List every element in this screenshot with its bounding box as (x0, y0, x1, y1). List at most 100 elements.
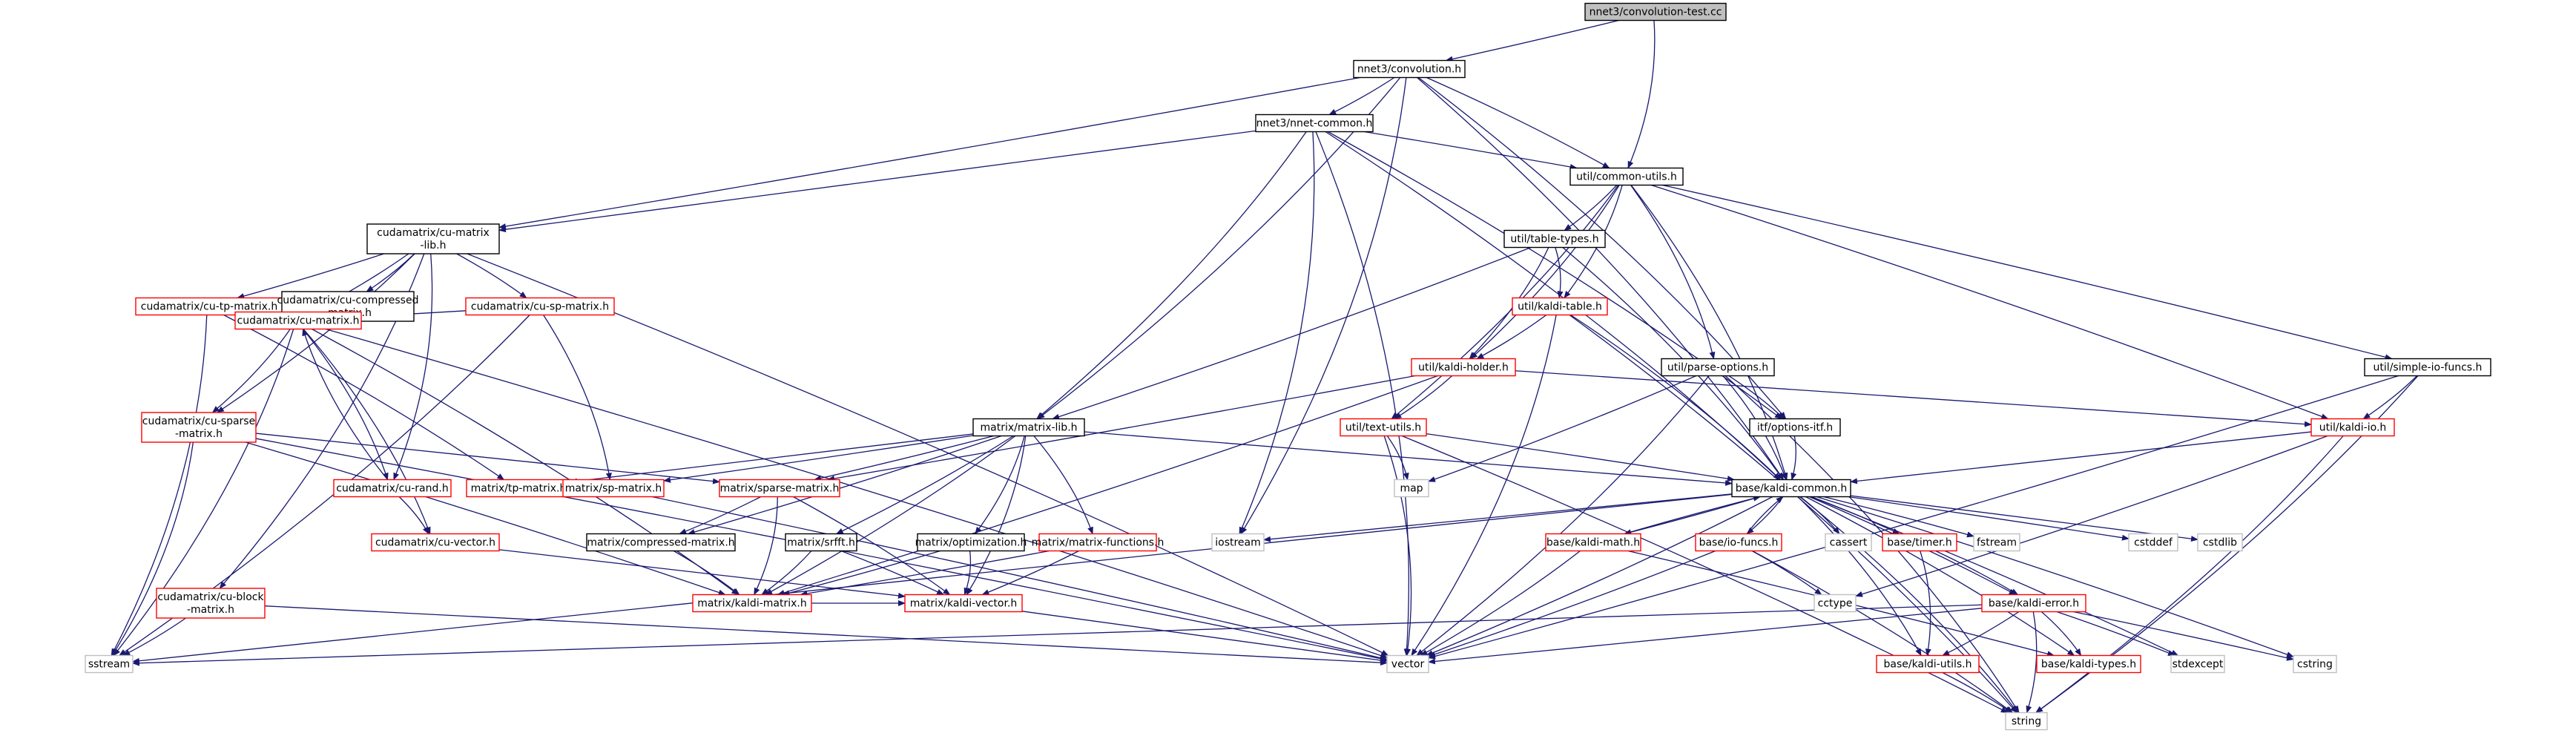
edge-srfft-to-kaldivector (840, 550, 944, 596)
node-label: base/kaldi-types.h (2041, 659, 2136, 671)
node-nnetcommon[interactable]: nnet3/nnet-common.h (1255, 114, 1374, 133)
node-label: util/table-types.h (1510, 234, 1598, 246)
node-box (1569, 167, 1684, 186)
node-mfunctions[interactable]: matrix/matrix-functions.h (1032, 533, 1165, 552)
edge-conv-to-cumatrixlib (498, 76, 1361, 229)
node-fstream: fstream (1973, 533, 2020, 552)
edge-kaldicommon-to-fstream (1823, 496, 1974, 538)
edge-cusparse-to-sparsematrix (255, 433, 720, 484)
node-label: cudamatrix/cu-tp-matrix.h (141, 301, 277, 313)
node-cutpmatrix[interactable]: cudamatrix/cu-tp-matrix.h (135, 297, 283, 316)
node-itf[interactable]: itf/options-itf.h (1749, 418, 1841, 437)
node-kaldimath[interactable]: base/kaldi-math.h (1545, 533, 1641, 552)
edge-matrixlib-to-compressed (687, 435, 1002, 535)
node-cstddef: cstddef (2128, 533, 2178, 552)
edge-kalditable-to-kaldiholder (1476, 314, 1547, 360)
edge-kaldivector-to-vector (1021, 611, 1388, 663)
node-label: matrix/tp-matrix.h (471, 483, 567, 495)
node-label: cstddef (2134, 537, 2173, 549)
node-box (141, 412, 257, 443)
edge-matrixlib-to-tpmatrix (570, 433, 974, 484)
node-conv[interactable]: nnet3/convolution.h (1353, 59, 1466, 79)
node-textutils[interactable]: util/text-utils.h (1340, 418, 1427, 437)
node-layer: nnet3/convolution-test.cc nnet3/convoluti… (85, 2, 2491, 731)
node-tabletypes[interactable]: util/table-types.h (1503, 229, 1606, 249)
node-cuspmatrix[interactable]: cudamatrix/cu-sp-matrix.h (465, 297, 615, 316)
edge-commonutils-to-simpleio (1662, 184, 2393, 361)
node-iofuncs[interactable]: base/io-funcs.h (1695, 533, 1782, 552)
node-srfft[interactable]: matrix/srfft.h (785, 533, 857, 552)
edge-matrixlib-to-mfunctions (1033, 436, 1093, 535)
edge-kaldierror-to-vector (1428, 608, 1983, 665)
edge-nnetcommon-to-commonutils (1364, 131, 1578, 170)
node-label: matrix/matrix-lib.h (980, 422, 1077, 434)
node-map: map (1394, 479, 1429, 498)
node-label: map (1400, 483, 1423, 495)
node-label: base/kaldi-math.h (1546, 537, 1640, 549)
node-kalditable[interactable]: util/kaldi-table.h (1512, 297, 1608, 316)
node-compressed[interactable]: matrix/compressed-matrix.h (586, 533, 736, 552)
edge-tabletypes-to-matrixlib (1052, 246, 1532, 420)
edge-matrixlib-to-kaldimatrix (765, 435, 1016, 596)
node-box (917, 533, 1025, 552)
node-spmatrix[interactable]: matrix/sp-matrix.h (562, 479, 665, 498)
node-matrixlib[interactable]: matrix/matrix-lib.h (972, 418, 1085, 437)
node-box (2036, 654, 2141, 674)
node-simpleio[interactable]: util/simple-io-funcs.h (2364, 358, 2491, 377)
edge-nnetcommon-to-vector (1315, 131, 1410, 657)
node-kaldiholder[interactable]: util/kaldi-holder.h (1411, 358, 1516, 377)
node-cumatrix[interactable]: cudamatrix/cu-matrix.h (234, 311, 362, 330)
edge-kaldierror-to-sstream (132, 604, 1983, 666)
node-commonutils[interactable]: util/common-utils.h (1569, 167, 1684, 186)
node-sparsematrix[interactable]: matrix/sparse-matrix.h (719, 479, 840, 498)
node-label: iostream (1215, 537, 1261, 549)
node-cumatrixlib[interactable]: cudamatrix/cu-matrix-lib.h (366, 223, 500, 254)
node-cassert: cassert (1825, 533, 1872, 552)
node-kaldiutils[interactable]: base/kaldi-utils.h (1876, 654, 1980, 674)
edge-textutils-to-map (1386, 436, 1409, 481)
edge-matrixlib-to-kaldivector (966, 436, 1027, 596)
node-box (586, 533, 736, 552)
edge-kaldiholder-to-textutils (1394, 375, 1453, 420)
edge-timer-to-kaldierror (1935, 550, 2019, 596)
edge-srfft-to-kaldimatrix (761, 551, 812, 596)
node-label: matrix/sp-matrix.h (565, 483, 662, 495)
node-kaldiio[interactable]: util/kaldi-io.h (2310, 418, 2395, 437)
node-kaldierror[interactable]: base/kaldi-error.h (1981, 594, 2086, 613)
edge-nnetcommon-to-iostream (1239, 131, 1315, 535)
node-root[interactable]: nnet3/convolution-test.cc (1584, 2, 1727, 22)
node-box (2170, 654, 2225, 674)
node-optimization[interactable]: matrix/optimization.h (915, 533, 1027, 552)
edge-curand-to-cumatrix (302, 328, 389, 480)
node-label: cudamatrix/cu-matrix (377, 227, 490, 239)
node-parseoptions[interactable]: util/parse-options.h (1661, 358, 1775, 377)
node-kalditypes[interactable]: base/kaldi-types.h (2036, 654, 2141, 674)
node-tpmatrix[interactable]: matrix/tp-matrix.h (466, 479, 571, 498)
node-curand[interactable]: cudamatrix/cu-rand.h (333, 479, 452, 498)
node-label: nnet3/nnet-common.h (1256, 118, 1373, 130)
node-stdexcept: stdexcept (2170, 654, 2225, 674)
node-kaldicommon[interactable]: base/kaldi-common.h (1731, 479, 1851, 498)
node-cublock[interactable]: cudamatrix/cu-block-matrix.h (156, 588, 266, 619)
node-cuvector[interactable]: cudamatrix/cu-vector.h (371, 533, 500, 552)
node-label: vector (1391, 659, 1425, 671)
edge-cusparse-to-kaldimatrix (245, 441, 726, 596)
node-box (1255, 114, 1374, 133)
edge-matrixlib-to-spmatrix (663, 435, 974, 483)
edge-kaldiholder-to-kaldiio (1515, 370, 2312, 427)
edge-cublock-to-vector (264, 605, 1388, 666)
edge-kaldicommon-to-string (1799, 496, 2018, 714)
node-cctype: cctype (1814, 594, 1857, 613)
node-box (1981, 594, 2086, 613)
node-label: cstdlib (2203, 537, 2237, 549)
edge-cumatrix-to-curand (302, 329, 389, 481)
node-label: matrix/optimization.h (915, 537, 1027, 549)
node-kaldivector[interactable]: matrix/kaldi-vector.h (904, 594, 1023, 613)
node-box (2310, 418, 2395, 437)
node-box (785, 533, 857, 552)
node-timer[interactable]: base/timer.h (1882, 533, 1957, 552)
node-cusparse[interactable]: cudamatrix/cu-sparse-matrix.h (141, 412, 257, 443)
node-label: cudamatrix/cu-sparse (142, 415, 255, 427)
node-kaldimatrix[interactable]: matrix/kaldi-matrix.h (692, 594, 812, 613)
